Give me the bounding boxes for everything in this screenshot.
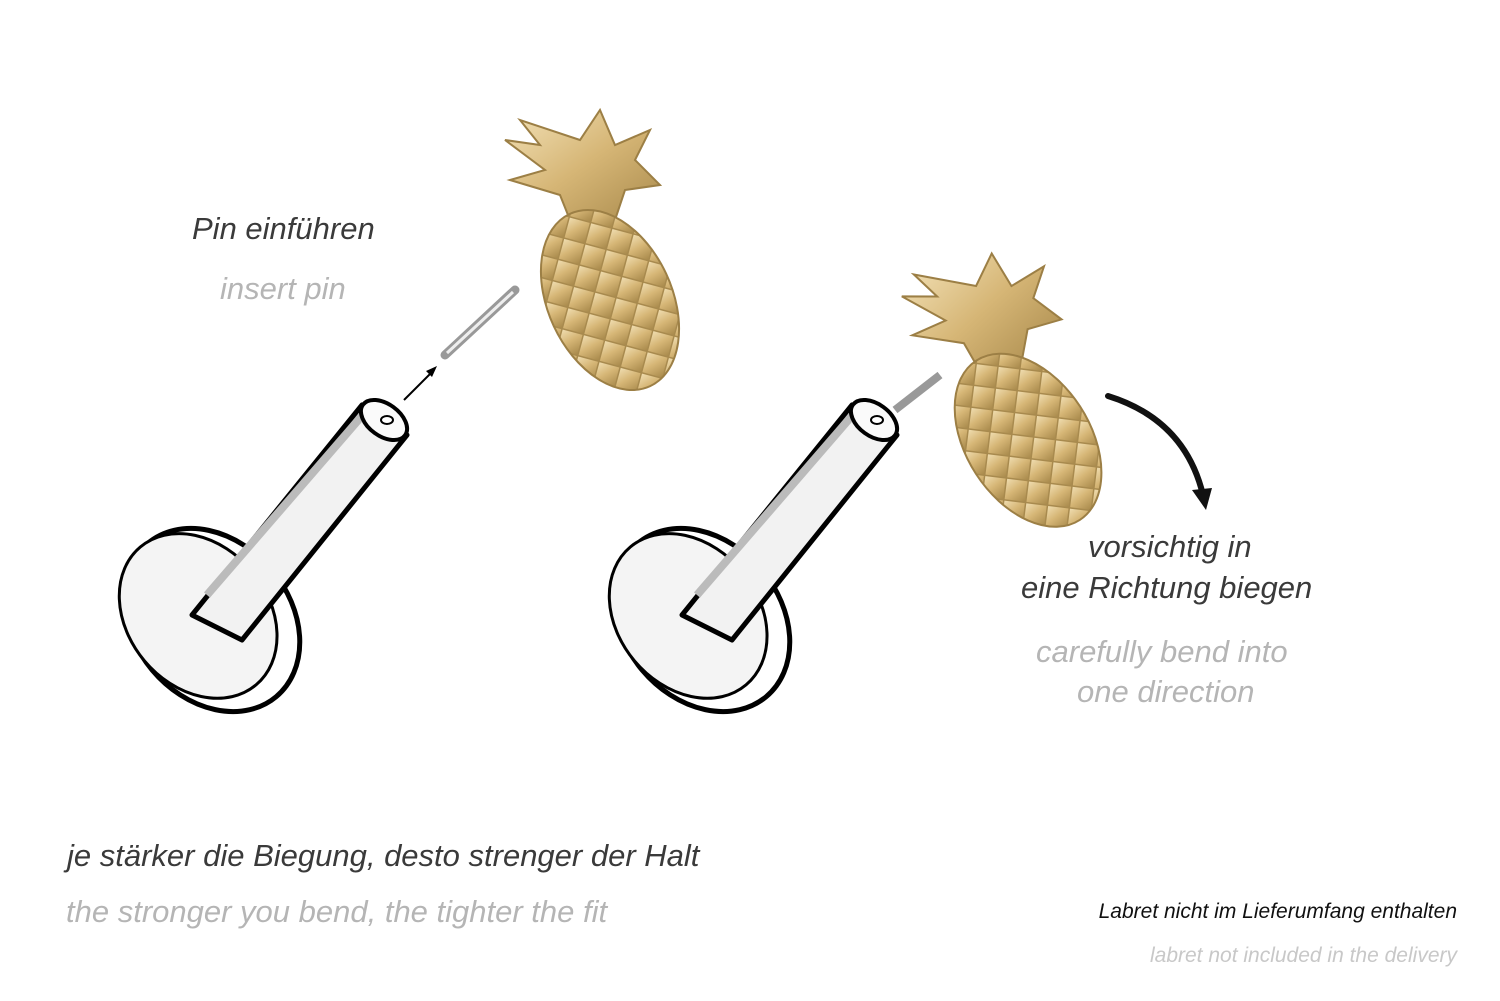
step2-label-en-line2: one direction <box>1077 674 1255 709</box>
arrow-bend-icon <box>1105 393 1212 510</box>
disclaimer-de: Labret nicht im Lieferumfang enthalten <box>1098 900 1457 923</box>
pin-right <box>892 371 943 414</box>
step2-label-de-line2: eine Richtung biegen <box>1021 570 1313 605</box>
pineapple-top-left <box>504 109 708 414</box>
pineapple-top-right <box>896 237 1141 568</box>
step2-label-de-line1: vorsichtig in <box>1088 529 1252 564</box>
step1-label-de: Pin einführen <box>192 211 375 246</box>
labret-base-left <box>87 392 415 747</box>
step1-label-en: insert pin <box>220 271 346 306</box>
note-de: je stärker die Biegung, desto strenger d… <box>67 838 700 873</box>
note-en: the stronger you bend, the tighter the f… <box>66 894 608 929</box>
labret-base-right <box>577 392 905 747</box>
step2-label-en-line1: carefully bend into <box>1036 634 1288 669</box>
arrow-insert-icon <box>403 366 437 401</box>
disclaimer-en: labret not included in the delivery <box>1149 944 1457 967</box>
